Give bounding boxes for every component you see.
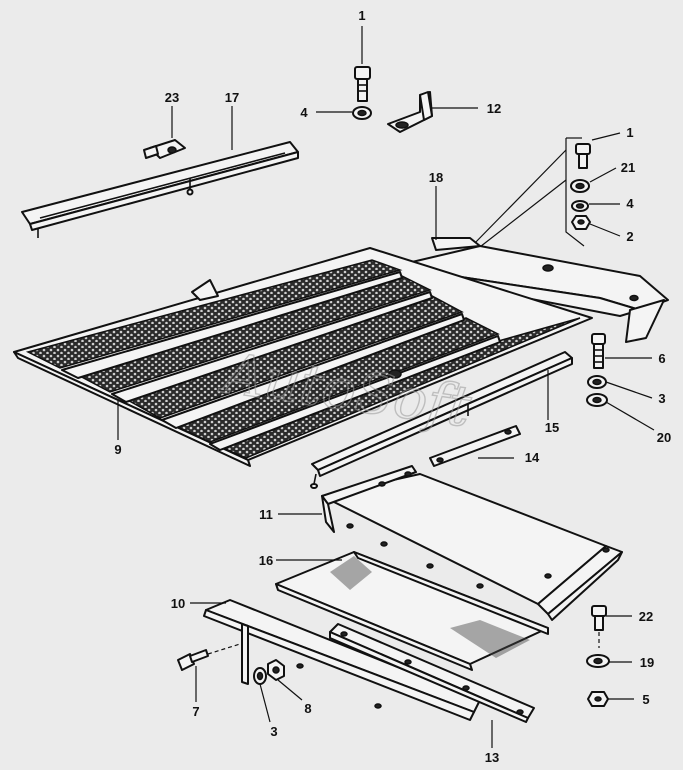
bolt-1-right [575, 143, 591, 169]
group-leader-to-18-a [469, 149, 567, 249]
washer-20 [586, 393, 608, 407]
rail-17 [21, 141, 299, 238]
callout-3-right: 3 [658, 391, 665, 406]
callout-10: 10 [171, 596, 185, 611]
washer-3-right [587, 375, 607, 389]
group-leader-side [565, 138, 585, 247]
callout-4-top: 4 [300, 105, 308, 120]
clip-23 [143, 139, 186, 159]
leader-lines [117, 26, 655, 748]
callout-8: 8 [304, 701, 311, 716]
bolt-7 [177, 643, 241, 671]
callout-3-bottom: 3 [270, 724, 277, 739]
callout-22: 22 [639, 609, 653, 624]
nut-8 [267, 659, 285, 681]
bolt-6 [591, 333, 606, 369]
callout-16: 16 [259, 553, 273, 568]
tray-11 [321, 465, 623, 621]
group-leader-to-18-b [475, 179, 567, 251]
callout-4-right: 4 [626, 196, 634, 211]
callout-2: 2 [626, 229, 633, 244]
washer-4-top [352, 106, 372, 120]
callout-20: 20 [657, 430, 671, 445]
grille-9 [13, 247, 593, 467]
filter-pad-16 [275, 551, 549, 671]
callout-6: 6 [658, 351, 665, 366]
callout-15: 15 [545, 420, 559, 435]
callout-11: 11 [259, 507, 273, 522]
callout-13: 13 [485, 750, 499, 765]
callout-1-top: 1 [358, 8, 365, 23]
washer-3-bottom [253, 667, 267, 685]
callout-14: 14 [525, 450, 540, 465]
washer-19 [586, 654, 610, 668]
callouts: 1 4 12 23 17 1 21 4 2 18 6 3 20 9 15 14 … [114, 8, 671, 765]
callout-5: 5 [642, 692, 649, 707]
callout-1-right: 1 [626, 125, 633, 140]
nut-5 [587, 691, 609, 707]
callout-9: 9 [114, 442, 121, 457]
bolt-1-top [354, 66, 371, 102]
angle-plate-10 [203, 599, 481, 721]
callout-12: 12 [487, 101, 501, 116]
strip-14 [429, 425, 521, 467]
callout-21: 21 [621, 160, 635, 175]
bracket-12 [387, 91, 433, 133]
angle-bar-15 [310, 351, 573, 489]
nut-2 [571, 215, 591, 230]
callout-7: 7 [192, 704, 199, 719]
callout-19: 19 [640, 655, 654, 670]
washer-21 [570, 179, 590, 193]
callout-23: 23 [165, 90, 179, 105]
washer-4-right [571, 200, 589, 212]
bolt-22 [591, 605, 607, 648]
callout-17: 17 [225, 90, 239, 105]
strip-13 [329, 623, 535, 723]
callout-18: 18 [429, 170, 443, 185]
